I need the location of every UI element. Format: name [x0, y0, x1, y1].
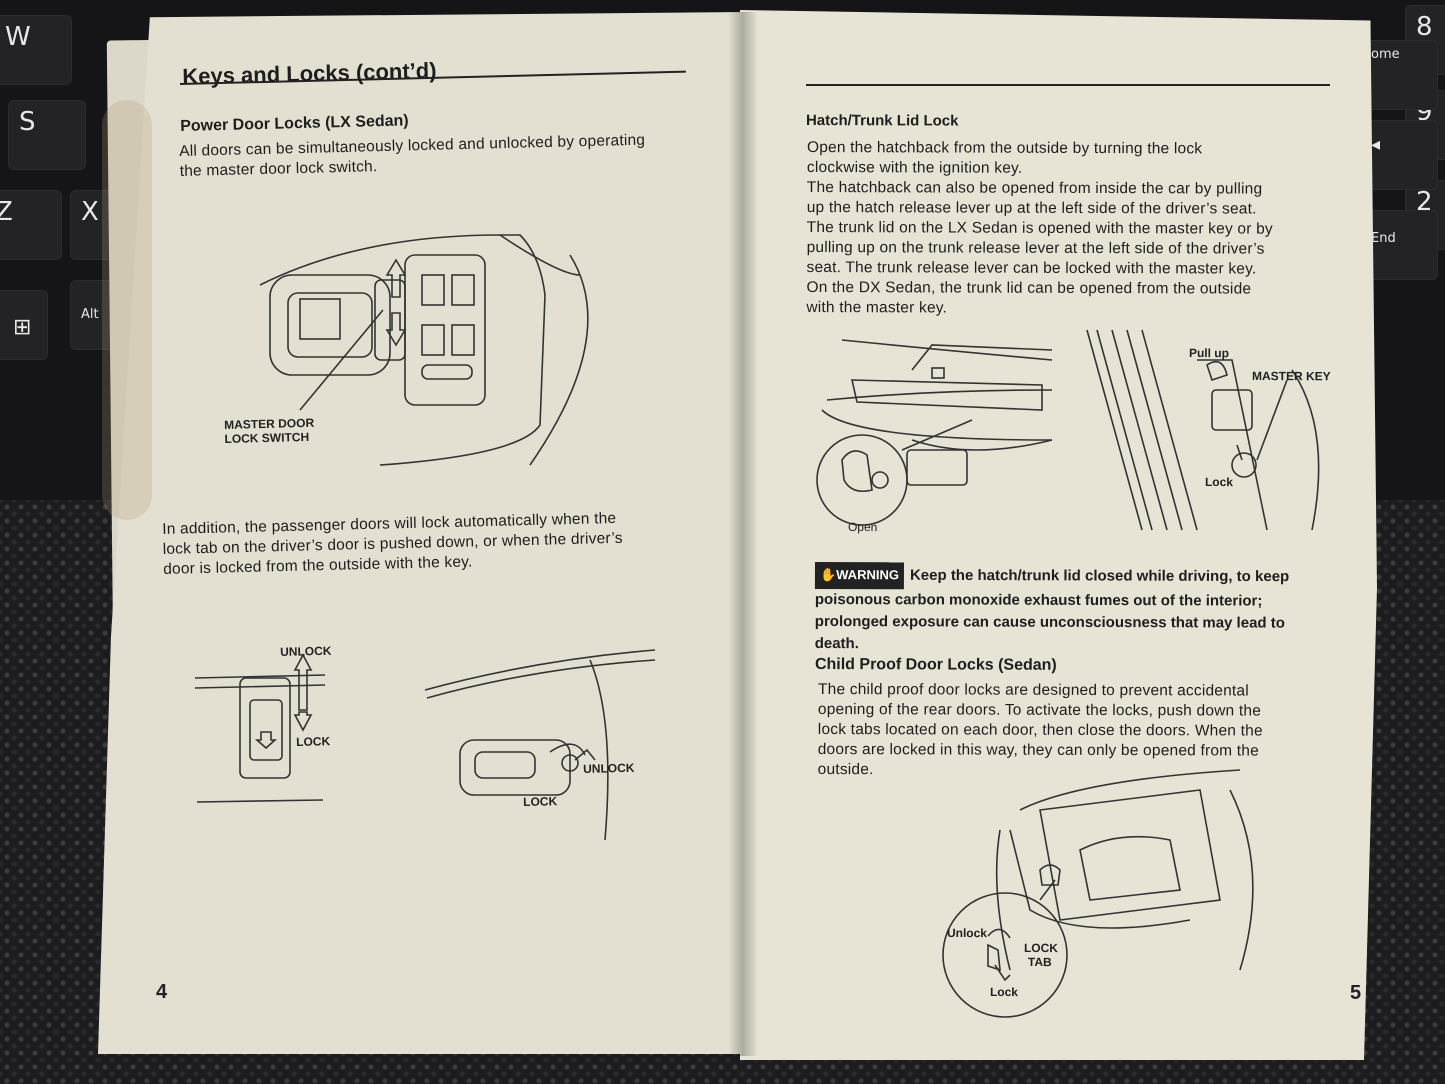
- key-w: W: [0, 15, 72, 85]
- trunk-lock-and-release-lever-illustration: [816, 329, 1320, 531]
- warning-line-2: poisonous carbon monoxide exhaust fumes …: [814, 590, 1263, 610]
- auto-lock-paragraph: In addition, the passenger doors will lo…: [162, 509, 623, 580]
- master-key-label: MASTER KEY: [1251, 369, 1331, 384]
- hatch-line-8: On the DX Sedan, the trunk lid can be op…: [806, 278, 1252, 298]
- book-gutter: [728, 12, 758, 1056]
- page-stain: [102, 100, 152, 520]
- child-proof-door-locks-title: Child Proof Door Locks (Sedan): [814, 656, 1057, 674]
- child-proof-lock-illustration: [942, 769, 1254, 1018]
- lock-label-trunk: Lock: [1204, 475, 1234, 490]
- lock-label-left: LOCK: [296, 734, 331, 749]
- warning-hand-icon: ✋: [819, 567, 837, 583]
- windows-icon: ⊞: [13, 315, 32, 340]
- warning-badge: ✋WARNING: [814, 562, 905, 590]
- right-header-rule: [806, 84, 1330, 86]
- warning-line-3: prolonged exposure can cause unconscious…: [814, 612, 1285, 632]
- hatch-line-9: with the master key.: [806, 298, 948, 317]
- right-page-number: 5: [1350, 982, 1362, 1004]
- left-page-number: 4: [156, 981, 168, 1003]
- hatch-line-3: The hatchback can also be opened from in…: [806, 178, 1263, 198]
- hatch-line-6: pulling up on the trunk release lever at…: [806, 238, 1265, 258]
- child-line-2: opening of the rear doors. To activate t…: [817, 700, 1262, 720]
- child-line-4: doors are locked in this way, they can o…: [817, 740, 1259, 760]
- pull-up-label: Pull up: [1188, 346, 1229, 361]
- arrow-left-icon: ◂: [1371, 134, 1381, 155]
- lock-tab-and-key-illustration: [194, 649, 656, 841]
- master-door-label-line-2: LOCK SWITCH: [224, 429, 310, 446]
- master-door-lock-switch-illustration: [259, 234, 589, 466]
- warning-badge-text: WARNING: [836, 567, 900, 583]
- hatch-line-7: seat. The trunk release lever can be loc…: [806, 258, 1257, 278]
- key-home: ome: [1360, 40, 1438, 110]
- hatch-line-1: Open the hatchback from the outside by t…: [806, 139, 1203, 158]
- hatch-line-4: up the hatch release lever up at the lef…: [806, 198, 1257, 218]
- windows-key: ⊞: [0, 290, 48, 360]
- key-z: Z: [0, 190, 62, 260]
- lock-tab-line-1: LOCK: [1023, 941, 1058, 956]
- lock-tab-label: LOCK TAB: [1024, 941, 1058, 969]
- hatch-trunk-body: Open the hatchback from the outside by t…: [806, 138, 1337, 320]
- child-line-1: The child proof door locks are designed …: [817, 681, 1249, 700]
- left-page: [98, 12, 746, 1054]
- master-door-lock-switch-label: MASTER DOOR LOCK SWITCH: [224, 416, 315, 446]
- warning-line-1: Keep the hatch/trunk lid closed while dr…: [909, 566, 1290, 586]
- hatch-line-5: The trunk lid on the LX Sedan is opened …: [806, 218, 1273, 238]
- child-lock-label: Lock: [989, 985, 1019, 1000]
- key-s: S: [8, 100, 86, 170]
- child-line-3: lock tabs located on each door, then clo…: [817, 720, 1263, 740]
- hatch-trunk-lid-lock-title: Hatch/Trunk Lid Lock: [805, 112, 959, 130]
- open-label: Open: [847, 520, 878, 535]
- unlock-label-right: UNLOCK: [583, 760, 635, 776]
- child-unlock-label: Unlock: [946, 926, 988, 941]
- warning-line-4: death.: [814, 634, 859, 653]
- child-proof-body: The child proof door locks are designed …: [818, 680, 1353, 782]
- unlock-label-left: UNLOCK: [280, 643, 332, 659]
- lock-label-right: LOCK: [523, 794, 558, 809]
- lock-tab-line-2: TAB: [1027, 955, 1052, 970]
- hatch-line-2: clockwise with the ignition key.: [806, 158, 1023, 177]
